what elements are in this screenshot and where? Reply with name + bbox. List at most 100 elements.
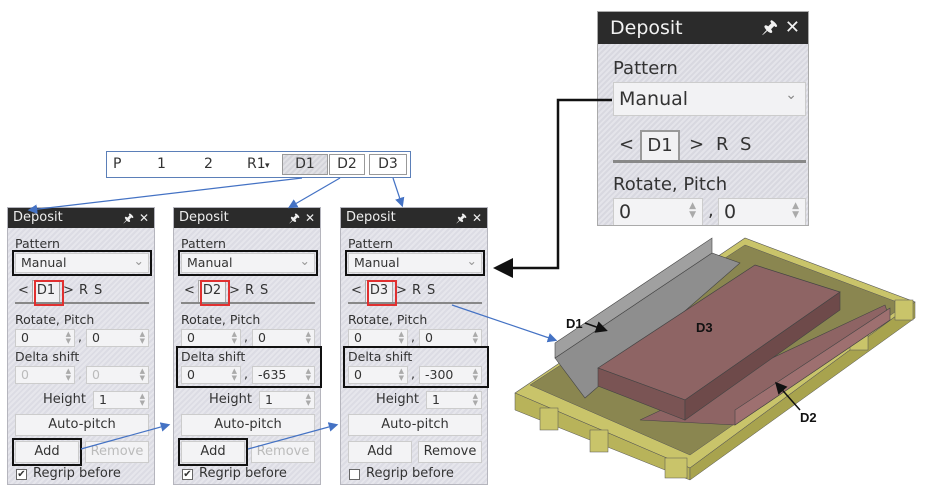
tab-r[interactable]: R xyxy=(412,283,422,298)
add-button[interactable]: Add xyxy=(348,441,412,463)
spinner-icon[interactable]: ▲▼ xyxy=(398,367,404,382)
close-icon[interactable]: ✕ xyxy=(138,211,149,225)
height-value: 1 xyxy=(265,392,273,407)
delta-y-input[interactable]: -635▲▼ xyxy=(252,366,315,384)
tab-r[interactable]: R xyxy=(245,283,255,298)
auto-pitch-button[interactable]: Auto-pitch xyxy=(181,414,315,436)
auto-pitch-button[interactable]: Auto-pitch xyxy=(348,414,482,436)
regrip-label: Regrip before xyxy=(33,466,121,481)
spinner-icon[interactable]: ▲▼ xyxy=(139,392,145,407)
pattern-dropdown[interactable]: Manual ⌄ xyxy=(348,253,482,273)
chevron-down-icon: ⌄ xyxy=(133,253,144,268)
comma-separator: , xyxy=(244,366,248,381)
height-input[interactable]: 1▲▼ xyxy=(426,391,482,409)
spinner-icon[interactable]: ▲▼ xyxy=(65,367,71,382)
regrip-checkbox[interactable]: ✔ xyxy=(182,469,193,480)
spinner-icon[interactable]: ▲▼ xyxy=(792,201,799,220)
arrow-d2-to-panel xyxy=(287,177,341,209)
spinner-icon[interactable]: ▲▼ xyxy=(689,201,696,220)
arrow-add-to-next xyxy=(247,422,339,450)
spinner-icon[interactable]: ▲▼ xyxy=(139,367,145,382)
pattern-dropdown[interactable]: Manual ⌄ xyxy=(15,253,149,273)
pin-icon[interactable]: 🖈 xyxy=(288,211,300,225)
spinner-icon[interactable]: ▲▼ xyxy=(139,330,145,345)
rotate-input[interactable]: 0▲▼ xyxy=(181,329,241,347)
remove-button[interactable]: Remove xyxy=(85,441,149,463)
tab-current[interactable]: D2 xyxy=(198,280,226,302)
spinner-icon[interactable]: ▲▼ xyxy=(65,330,71,345)
pin-icon[interactable]: 🖈 xyxy=(122,211,134,225)
rotate-input[interactable]: 0 ▲▼ xyxy=(15,329,75,347)
spinner-icon[interactable]: ▲▼ xyxy=(472,330,478,345)
close-icon[interactable]: ✕ xyxy=(784,17,800,38)
pitch-input[interactable]: 0 ▲▼ xyxy=(86,329,149,347)
arrow-d3-to-panel xyxy=(392,177,405,208)
arrow-d1-to-panel xyxy=(27,177,303,214)
delta-x-input[interactable]: 0 ▲▼ xyxy=(181,366,241,384)
tab-current[interactable]: D3 xyxy=(365,280,393,302)
spinner-icon[interactable]: ▲▼ xyxy=(231,367,237,382)
tab-r[interactable]: R xyxy=(716,134,729,155)
regrip-checkbox[interactable]: ✔ xyxy=(16,469,27,480)
filter-icon: ▾ xyxy=(265,161,270,171)
add-button[interactable]: Add xyxy=(181,441,245,463)
height-label: Height xyxy=(376,392,419,407)
tab-s[interactable]: S xyxy=(740,134,752,155)
strip-tab-p[interactable]: P xyxy=(113,156,122,172)
tab-prev[interactable]: < xyxy=(18,283,29,298)
delta-y-value: 0 xyxy=(92,367,100,382)
pitch-input[interactable]: 0▲▼ xyxy=(718,198,806,225)
chevron-down-icon: ⌄ xyxy=(299,253,310,268)
spinner-icon[interactable]: ▲▼ xyxy=(472,392,478,407)
spinner-icon[interactable]: ▲▼ xyxy=(305,367,311,382)
strip-tab-1[interactable]: 1 xyxy=(157,156,166,172)
tab-prev[interactable]: < xyxy=(351,283,362,298)
remove-button[interactable]: Remove xyxy=(418,441,482,463)
add-button[interactable]: Add xyxy=(15,441,79,463)
regrip-checkbox[interactable] xyxy=(349,469,360,480)
pitch-value: 0 xyxy=(92,330,100,345)
delta-y-input[interactable]: -300▲▼ xyxy=(419,366,482,384)
spinner-icon[interactable]: ▲▼ xyxy=(398,330,404,345)
delta-x-input[interactable]: 0▲▼ xyxy=(15,366,75,384)
spinner-icon[interactable]: ▲▼ xyxy=(472,367,478,382)
tab-next[interactable]: > xyxy=(229,283,240,298)
tab-next[interactable]: > xyxy=(63,283,74,298)
tab-next[interactable]: > xyxy=(396,283,407,298)
tab-next[interactable]: > xyxy=(689,134,705,155)
strip-tab-d3[interactable]: D3 xyxy=(369,154,407,175)
strip-tab-d1[interactable]: D1 xyxy=(282,154,328,175)
spinner-icon[interactable]: ▲▼ xyxy=(231,330,237,345)
close-icon[interactable]: ✕ xyxy=(304,211,315,225)
pattern-dropdown[interactable]: Manual ⌄ xyxy=(181,253,315,273)
tab-prev[interactable]: < xyxy=(184,283,195,298)
strip-tab-r1[interactable]: R1 xyxy=(247,156,266,172)
remove-button[interactable]: Remove xyxy=(251,441,315,463)
tab-s[interactable]: S xyxy=(260,283,269,298)
tab-current[interactable]: D1 xyxy=(32,280,60,302)
pattern-value: Manual xyxy=(187,255,233,270)
delta-y-input[interactable]: 0 ▲▼ xyxy=(86,366,149,384)
delta-shift-highlight xyxy=(343,346,489,388)
delta-x-value: 0 xyxy=(187,367,195,382)
close-icon[interactable]: ✕ xyxy=(471,211,482,225)
spinner-icon[interactable]: ▲▼ xyxy=(305,392,311,407)
tab-current[interactable]: D1 xyxy=(640,130,680,160)
tab-r[interactable]: R xyxy=(79,283,89,298)
tab-s[interactable]: S xyxy=(94,283,103,298)
strip-tab-d2[interactable]: D2 xyxy=(329,154,365,175)
delta-x-input[interactable]: 0 ▲▼ xyxy=(348,366,408,384)
pin-icon[interactable]: 🖈 xyxy=(455,211,467,225)
height-input[interactable]: 1▲▼ xyxy=(93,391,149,409)
delta-x-value: 0 xyxy=(354,367,362,382)
pattern-dropdown[interactable]: Manual ⌄ xyxy=(613,82,806,116)
auto-pitch-button[interactable]: Auto-pitch xyxy=(15,414,149,436)
tab-s[interactable]: S xyxy=(427,283,436,298)
rotate-value: 0 xyxy=(21,330,29,345)
rotate-input[interactable]: 0▲▼ xyxy=(613,198,703,225)
spinner-icon[interactable]: ▲▼ xyxy=(305,330,311,345)
strip-tab-2[interactable]: 2 xyxy=(204,156,213,172)
pin-icon[interactable]: 🖈 xyxy=(761,17,778,38)
height-input[interactable]: 1 ▲▼ xyxy=(259,391,315,409)
tab-prev[interactable]: < xyxy=(619,134,635,155)
